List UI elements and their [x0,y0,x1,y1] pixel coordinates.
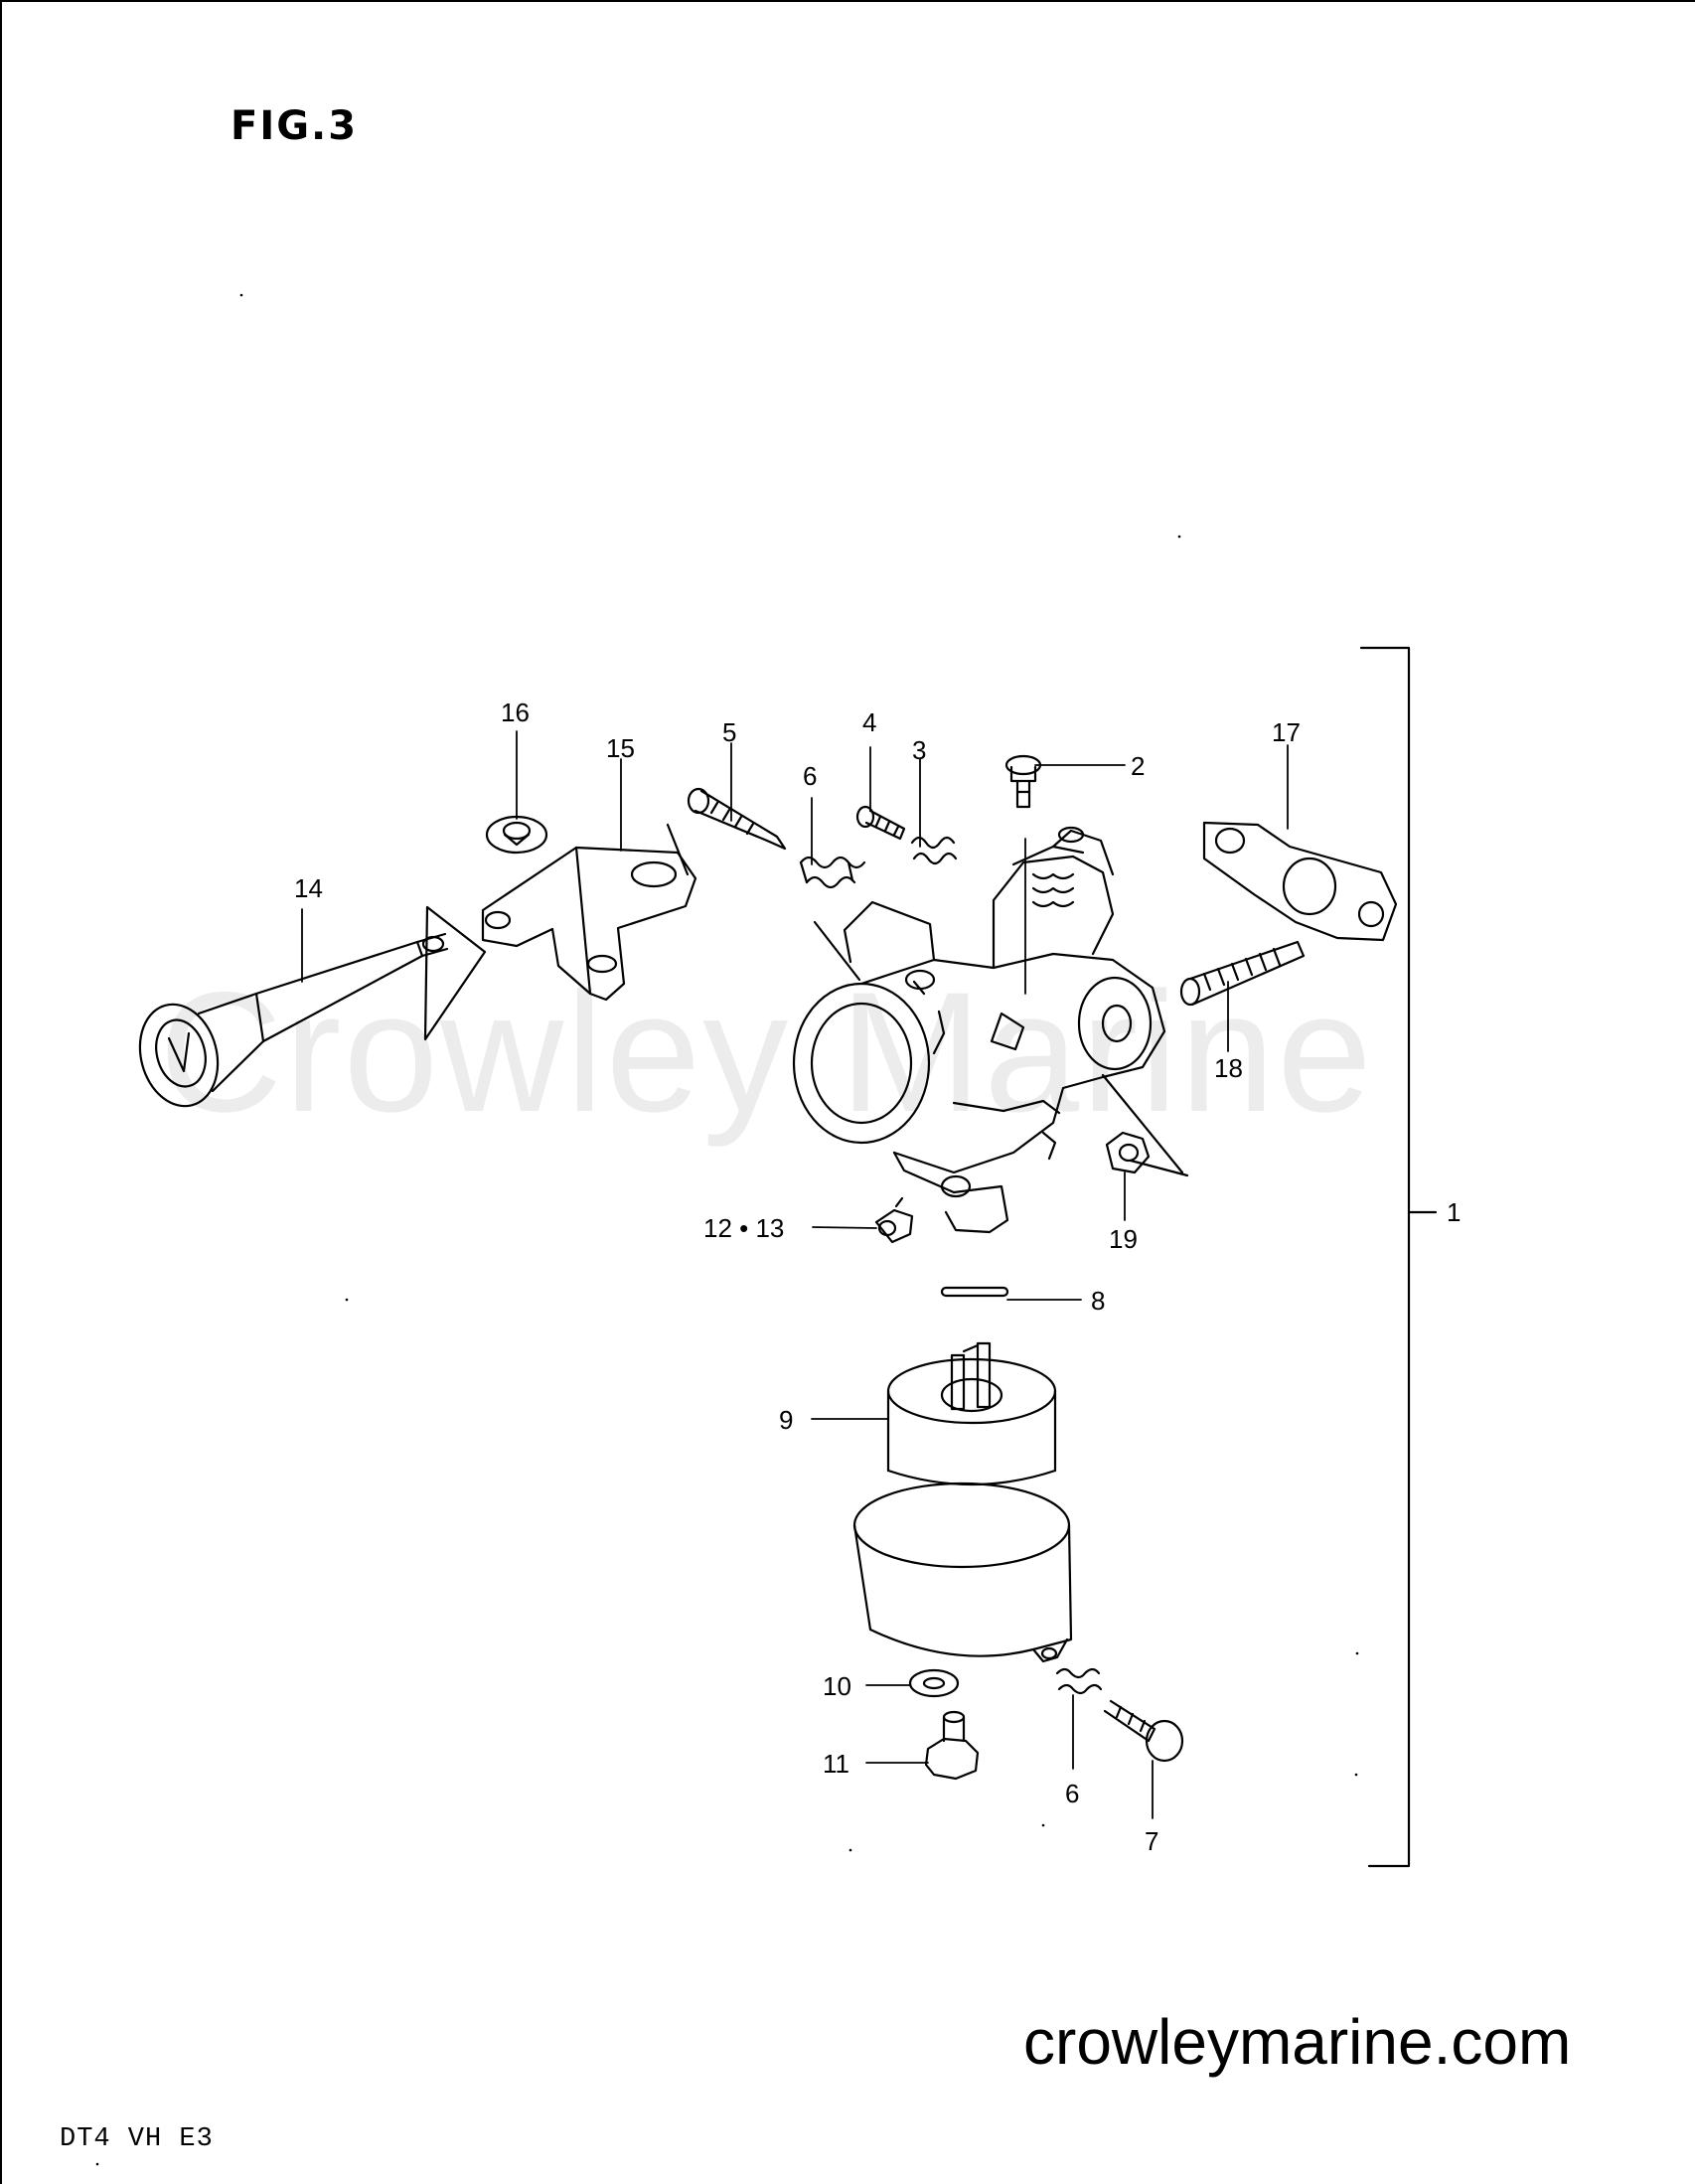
figure-title: FIG.3 [231,103,359,149]
leader-lines [301,730,1289,1819]
part-3-spring[interactable] [910,836,958,865]
part-6-spring-upper[interactable] [799,856,866,889]
part-15-bracket[interactable] [423,823,697,1041]
callout-5: 5 [722,717,736,747]
part-2-screw[interactable] [1004,754,1042,809]
callout-19: 19 [1109,1224,1138,1254]
part-7-screw[interactable] [1103,1699,1184,1763]
part-19-nut[interactable] [1105,1131,1151,1174]
callout-17: 17 [1272,717,1301,747]
callout-6-upper: 6 [803,761,817,791]
callout-1: 1 [1447,1197,1461,1227]
callout-4: 4 [862,707,876,737]
part-12-13-screw[interactable] [874,1196,914,1244]
carburetor-body[interactable] [792,826,1189,1234]
part-11-drain-plug[interactable] [924,1710,980,1781]
callout-3: 3 [912,735,926,765]
callout-16: 16 [501,698,530,727]
callout-11: 11 [823,1749,849,1779]
model-code: DT4 VH E3 [60,2124,214,2154]
part-14-choke-knob[interactable] [129,932,449,1115]
callout-6-lower: 6 [1065,1779,1079,1808]
callout-7: 7 [1145,1826,1158,1856]
part-6-spring-lower[interactable] [1055,1667,1103,1695]
callout-14: 14 [294,873,323,903]
page-frame-left [0,0,2,2184]
callout-2: 2 [1131,751,1145,781]
print-specks [95,293,1359,2166]
callout-10: 10 [823,1671,851,1701]
callout-18: 18 [1214,1053,1243,1083]
callout-8: 8 [1091,1286,1105,1316]
callout-labels: 1 2 3 4 5 6 7 8 9 10 11 12 • 13 14 15 16… [294,698,1461,1856]
part-4-screw[interactable] [855,805,906,841]
float-bowl[interactable] [852,1482,1073,1663]
part-17-gasket[interactable] [1202,821,1398,942]
part-5-screw[interactable] [687,787,787,851]
part-9-float[interactable] [886,1341,1057,1486]
site-url: crowleymarine.com [1023,2006,1572,2078]
part-16-clip[interactable] [485,815,548,855]
callout-12-13: 12 • 13 [703,1213,784,1243]
part-8-float-pin[interactable] [940,1286,1009,1298]
callout-9: 9 [779,1405,793,1435]
part-18-stud[interactable] [1179,940,1306,1007]
part-10-washer[interactable] [908,1668,960,1698]
callout-15: 15 [606,733,635,763]
page-frame-top [0,0,1695,2]
assembly-bracket [1359,646,1438,1868]
